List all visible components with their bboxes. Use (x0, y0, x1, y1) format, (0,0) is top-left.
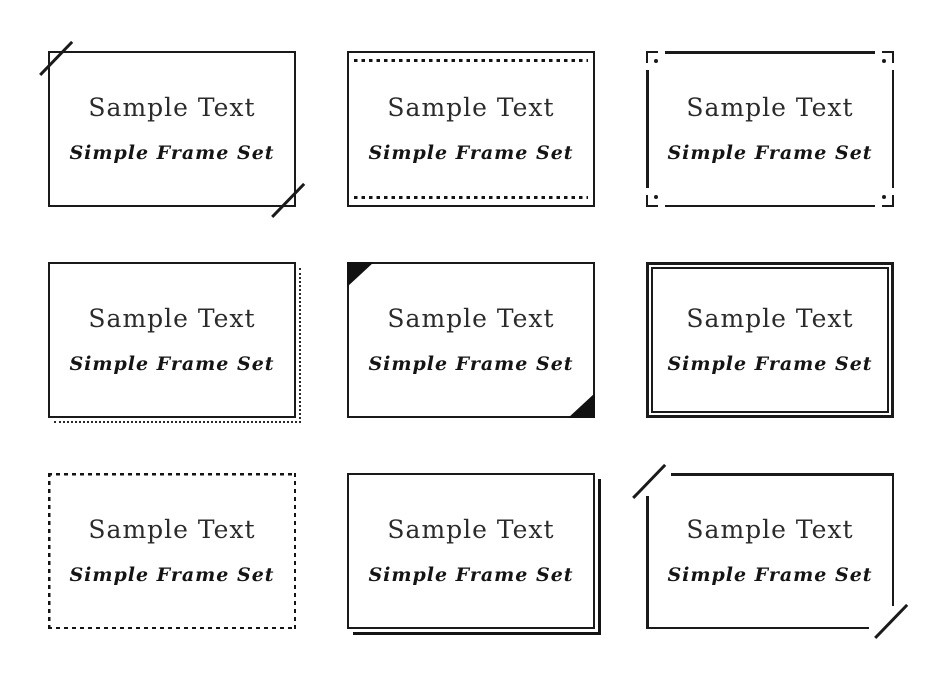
frame-border-double: Sample Text Simple Frame Set (646, 262, 894, 418)
frame-card-offset-shadow: Sample Text Simple Frame Set (347, 473, 601, 635)
sample-title: Sample Text (88, 92, 256, 122)
frame-text-block: Sample Text Simple Frame Set (649, 265, 891, 415)
sample-title: Sample Text (387, 303, 555, 333)
corner-bracket-icon (882, 51, 894, 63)
sample-title: Sample Text (686, 92, 854, 122)
frame-card-solid-corner-slashes: Sample Text Simple Frame Set (39, 40, 305, 218)
frame-border-inner-dashed: Sample Text Simple Frame Set (347, 51, 595, 207)
sample-title: Sample Text (686, 514, 854, 544)
frame-border-offset-shadow: Sample Text Simple Frame Set (347, 473, 601, 635)
frame-edge-line (665, 51, 875, 54)
frame-text-block: Sample Text Simple Frame Set (349, 475, 593, 627)
frame-set-caption: Simple Frame Set (667, 563, 873, 586)
frame-text-block: Sample Text Simple Frame Set (349, 264, 593, 416)
frame-set-caption: Simple Frame Set (368, 352, 574, 375)
corner-bracket-icon (882, 195, 894, 207)
frame-text-block: Sample Text Simple Frame Set (646, 473, 894, 629)
corner-dot-icon (654, 59, 658, 63)
frame-card-inner-dashed: Sample Text Simple Frame Set (347, 51, 595, 207)
frame-border-dotted-shadow: Sample Text Simple Frame Set (48, 262, 301, 423)
corner-dot-icon (882, 59, 886, 63)
frame-set-caption: Simple Frame Set (667, 141, 873, 164)
frame-border-solid-corner-slashes: Sample Text Simple Frame Set (39, 40, 305, 218)
frame-text-block: Sample Text Simple Frame Set (349, 53, 593, 205)
frame-border-corner-brackets: Sample Text Simple Frame Set (646, 51, 894, 207)
frame-card-corner-brackets: Sample Text Simple Frame Set (646, 51, 894, 207)
frame-card-dashed-border: Sample Text Simple Frame Set (48, 473, 296, 629)
frame-text-block: Sample Text Simple Frame Set (50, 264, 294, 416)
frame-set-caption: Simple Frame Set (69, 141, 275, 164)
frame-text-block: Sample Text Simple Frame Set (646, 51, 894, 207)
sample-title: Sample Text (387, 514, 555, 544)
frame-card-folded-corners: Sample Text Simple Frame Set (347, 262, 595, 418)
frame-set-caption: Simple Frame Set (69, 563, 275, 586)
frame-edge-line (646, 626, 869, 629)
dashed-line-decoration (354, 196, 588, 199)
sample-title: Sample Text (387, 92, 555, 122)
offset-shadow-decoration (353, 479, 601, 635)
corner-dot-icon (882, 195, 886, 199)
frame-edge-line (665, 204, 875, 207)
frame-set-caption: Simple Frame Set (368, 563, 574, 586)
dashed-line-decoration (354, 59, 588, 62)
corner-bracket-icon (646, 195, 658, 207)
frame-edge-line (891, 473, 894, 606)
corner-bracket-icon (646, 51, 658, 63)
frame-edge-line (891, 70, 894, 188)
frame-set-caption: Simple Frame Set (69, 352, 275, 375)
frame-card-chamfered-slashes: Sample Text Simple Frame Set (632, 463, 908, 639)
sample-title: Sample Text (88, 514, 256, 544)
frame-edge-line (646, 70, 649, 188)
corner-dot-icon (654, 195, 658, 199)
sample-title: Sample Text (88, 303, 256, 333)
sample-title: Sample Text (686, 303, 854, 333)
dotted-shadow-decoration (54, 268, 301, 423)
frame-text-block: Sample Text Simple Frame Set (50, 53, 294, 205)
frame-card-dotted-shadow: Sample Text Simple Frame Set (48, 262, 301, 423)
frame-edge-line (671, 473, 894, 476)
frame-edge-line (646, 496, 649, 629)
frame-text-block: Sample Text Simple Frame Set (48, 473, 296, 629)
frame-set-caption: Simple Frame Set (667, 352, 873, 375)
frame-border-dashed: Sample Text Simple Frame Set (48, 473, 296, 629)
frame-border-folded-corners: Sample Text Simple Frame Set (347, 262, 595, 418)
frame-border-chamfered-slashes: Sample Text Simple Frame Set (632, 463, 908, 639)
frame-card-double-border: Sample Text Simple Frame Set (646, 262, 894, 418)
frame-set-caption: Simple Frame Set (368, 141, 574, 164)
